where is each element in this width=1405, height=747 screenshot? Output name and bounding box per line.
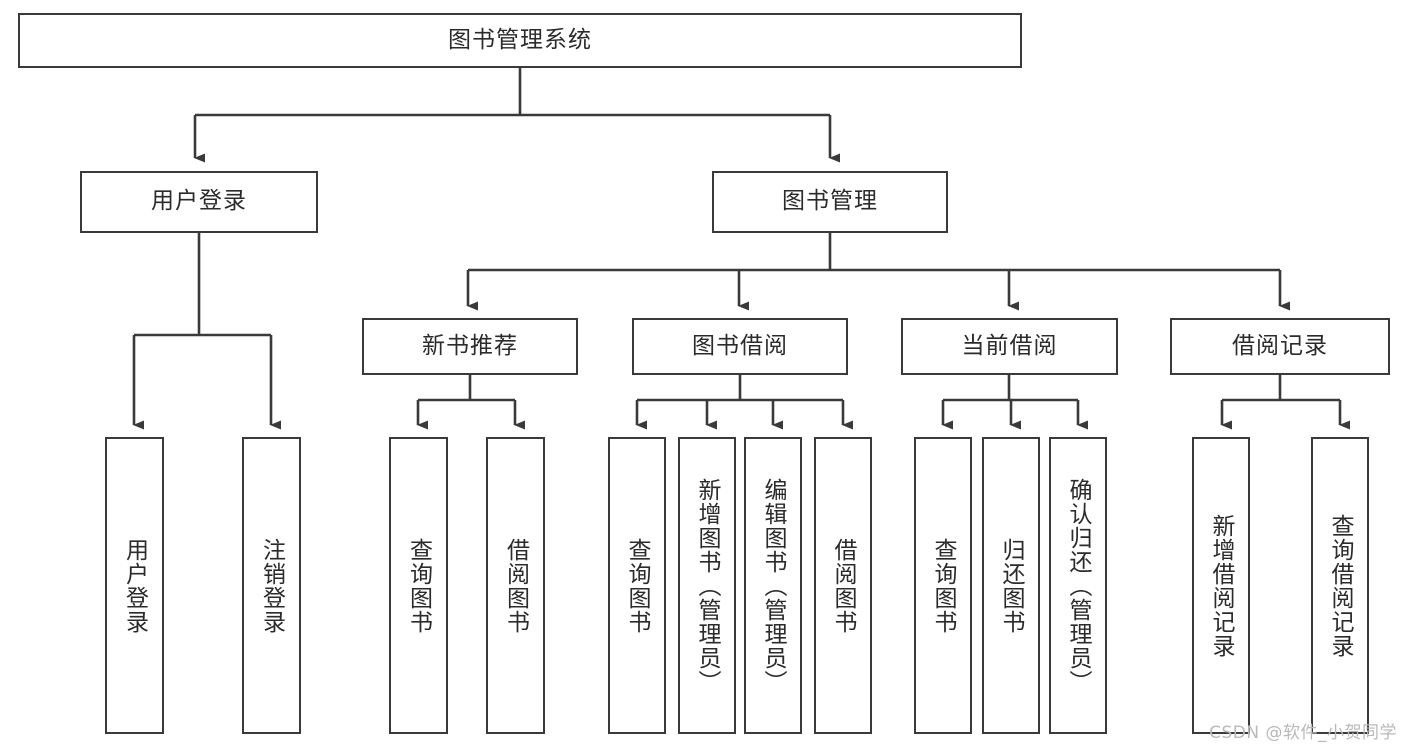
- node-leaf-edit-book[interactable]: 编辑图书（管理员）: [744, 437, 802, 734]
- node-book-borrow-label: 图书借阅: [692, 332, 788, 359]
- node-leaf-edit-book-label: 编辑图书（管理员）: [760, 477, 787, 694]
- csdn-watermark: CSDN @软件_小贺同学: [1209, 723, 1397, 743]
- node-leaf-borrow-book-1-label: 借阅图书: [502, 537, 529, 634]
- node-book-borrow[interactable]: 图书借阅: [632, 318, 848, 375]
- node-leaf-add-book-label: 新增图书（管理员）: [694, 477, 721, 694]
- node-leaf-add-borrow-record[interactable]: 新增借阅记录: [1192, 437, 1250, 734]
- node-borrow-record[interactable]: 借阅记录: [1170, 318, 1390, 375]
- node-leaf-user-login-label: 用户登录: [121, 537, 148, 634]
- node-leaf-query-book-2[interactable]: 查询图书: [608, 437, 666, 734]
- node-leaf-user-login[interactable]: 用户登录: [105, 437, 164, 734]
- node-leaf-confirm-return[interactable]: 确认归还（管理员）: [1049, 437, 1107, 734]
- node-book-manage-label: 图书管理: [782, 188, 878, 215]
- node-leaf-return-book-label: 归还图书: [998, 537, 1025, 634]
- node-current-borrow[interactable]: 当前借阅: [901, 318, 1118, 375]
- node-leaf-borrow-book-1[interactable]: 借阅图书: [486, 437, 545, 734]
- node-leaf-logout-login-label: 注销登录: [258, 537, 285, 634]
- node-leaf-query-book-2-label: 查询图书: [624, 537, 651, 634]
- node-borrow-record-label: 借阅记录: [1232, 332, 1328, 359]
- node-user-login-label: 用户登录: [151, 188, 247, 215]
- node-leaf-query-book-1-label: 查询图书: [405, 537, 432, 634]
- node-leaf-logout-login[interactable]: 注销登录: [242, 437, 301, 734]
- node-leaf-query-borrow-record-label: 查询借阅记录: [1327, 513, 1354, 658]
- node-leaf-add-borrow-record-label: 新增借阅记录: [1208, 513, 1235, 658]
- node-leaf-confirm-return-label: 确认归还（管理员）: [1065, 477, 1092, 694]
- node-user-login[interactable]: 用户登录: [80, 171, 318, 233]
- node-leaf-query-borrow-record[interactable]: 查询借阅记录: [1311, 437, 1369, 734]
- node-leaf-query-book-3-label: 查询图书: [930, 537, 957, 634]
- node-root-label: 图书管理系统: [448, 26, 592, 53]
- node-leaf-borrow-book-2-label: 借阅图书: [830, 537, 857, 634]
- node-new-book-recommend-label: 新书推荐: [422, 332, 518, 359]
- node-new-book-recommend[interactable]: 新书推荐: [362, 318, 578, 375]
- node-leaf-query-book-1[interactable]: 查询图书: [389, 437, 448, 734]
- node-current-borrow-label: 当前借阅: [961, 332, 1058, 359]
- node-leaf-query-book-3[interactable]: 查询图书: [914, 437, 972, 734]
- node-book-manage[interactable]: 图书管理: [712, 171, 948, 233]
- node-leaf-return-book[interactable]: 归还图书: [982, 437, 1040, 734]
- node-leaf-borrow-book-2[interactable]: 借阅图书: [814, 437, 872, 734]
- node-root[interactable]: 图书管理系统: [18, 13, 1022, 68]
- node-leaf-add-book[interactable]: 新增图书（管理员）: [678, 437, 736, 734]
